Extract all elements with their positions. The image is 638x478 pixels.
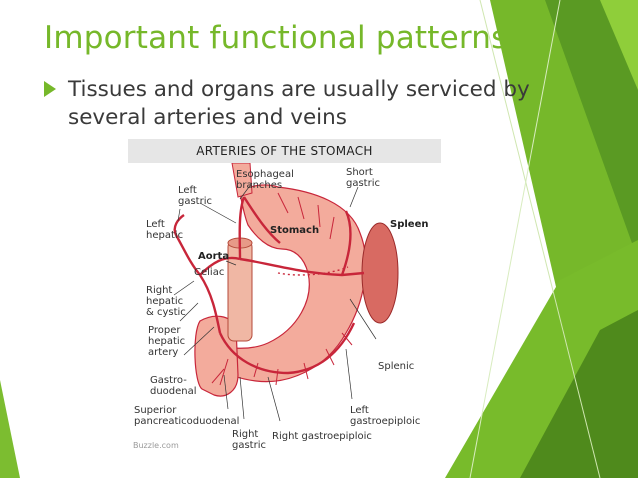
bullet-arrow-icon: [44, 81, 56, 97]
leader-lines: [173, 182, 377, 422]
label-right-hepatic-cystic: Right hepatic & cystic: [146, 285, 186, 318]
right-hepatic-artery: [174, 234, 201, 276]
left-hepatic-artery: [173, 214, 185, 236]
watermark-text: Buzzle.com: [133, 441, 179, 450]
label-left-hepatic: Left hepatic: [146, 219, 184, 241]
label-left-gastric: Left gastric: [178, 185, 212, 207]
figure-header: ARTERIES OF THE STOMACH: [128, 139, 441, 163]
lesser-curvature-branch: [242, 196, 281, 244]
label-splenic: Splenic: [378, 361, 415, 372]
green-panel-left: [0, 380, 20, 478]
label-left-gastroepiploic: Left gastroepiploic: [350, 405, 421, 427]
duodenum-shape: [194, 315, 239, 397]
deco-line-1: [479, 0, 601, 478]
artery-network: [173, 196, 365, 375]
label-aorta: Aorta: [198, 251, 230, 262]
esophagus-shape: [231, 163, 253, 198]
label-stomach: Stomach: [270, 225, 320, 236]
green-panel-dark: [545, 0, 638, 260]
label-spleen: Spleen: [390, 219, 429, 230]
gastroepiploic-arcade: [218, 322, 356, 375]
slide-title: Important functional patterns: [44, 20, 508, 56]
label-proper-hepatic-artery: Proper hepatic artery: [148, 325, 186, 358]
gastroduodenal-artery: [199, 274, 222, 334]
green-panel-light: [600, 0, 638, 90]
label-short-gastric: Short gastric: [346, 167, 380, 189]
dotted-artery: [277, 266, 349, 276]
label-superior-pancreaticoduodenal: Superior pancreaticoduodenal: [134, 405, 240, 427]
spleen-shape: [361, 222, 399, 324]
deco-line-2: [469, 0, 561, 478]
splenic-artery: [239, 257, 365, 277]
label-right-gastroepiploic: Right gastroepiploic: [272, 431, 372, 442]
small-branches: [211, 192, 353, 386]
stomach-arteries-figure: ARTERIES OF THE STOMACH: [128, 139, 441, 457]
stomach-illustration: [173, 163, 399, 422]
common-hepatic-artery: [199, 256, 241, 276]
bullet-text: Tissues and organs are usually serviced …: [68, 77, 530, 130]
label-gastroduodenal: Gastro- duodenal: [150, 375, 197, 397]
left-gastric-artery: [238, 196, 246, 260]
label-celiac: Celiac: [194, 267, 225, 278]
label-esophageal-branches: Esophageal branches: [236, 169, 294, 191]
label-right-gastric: Right gastric: [232, 429, 266, 451]
